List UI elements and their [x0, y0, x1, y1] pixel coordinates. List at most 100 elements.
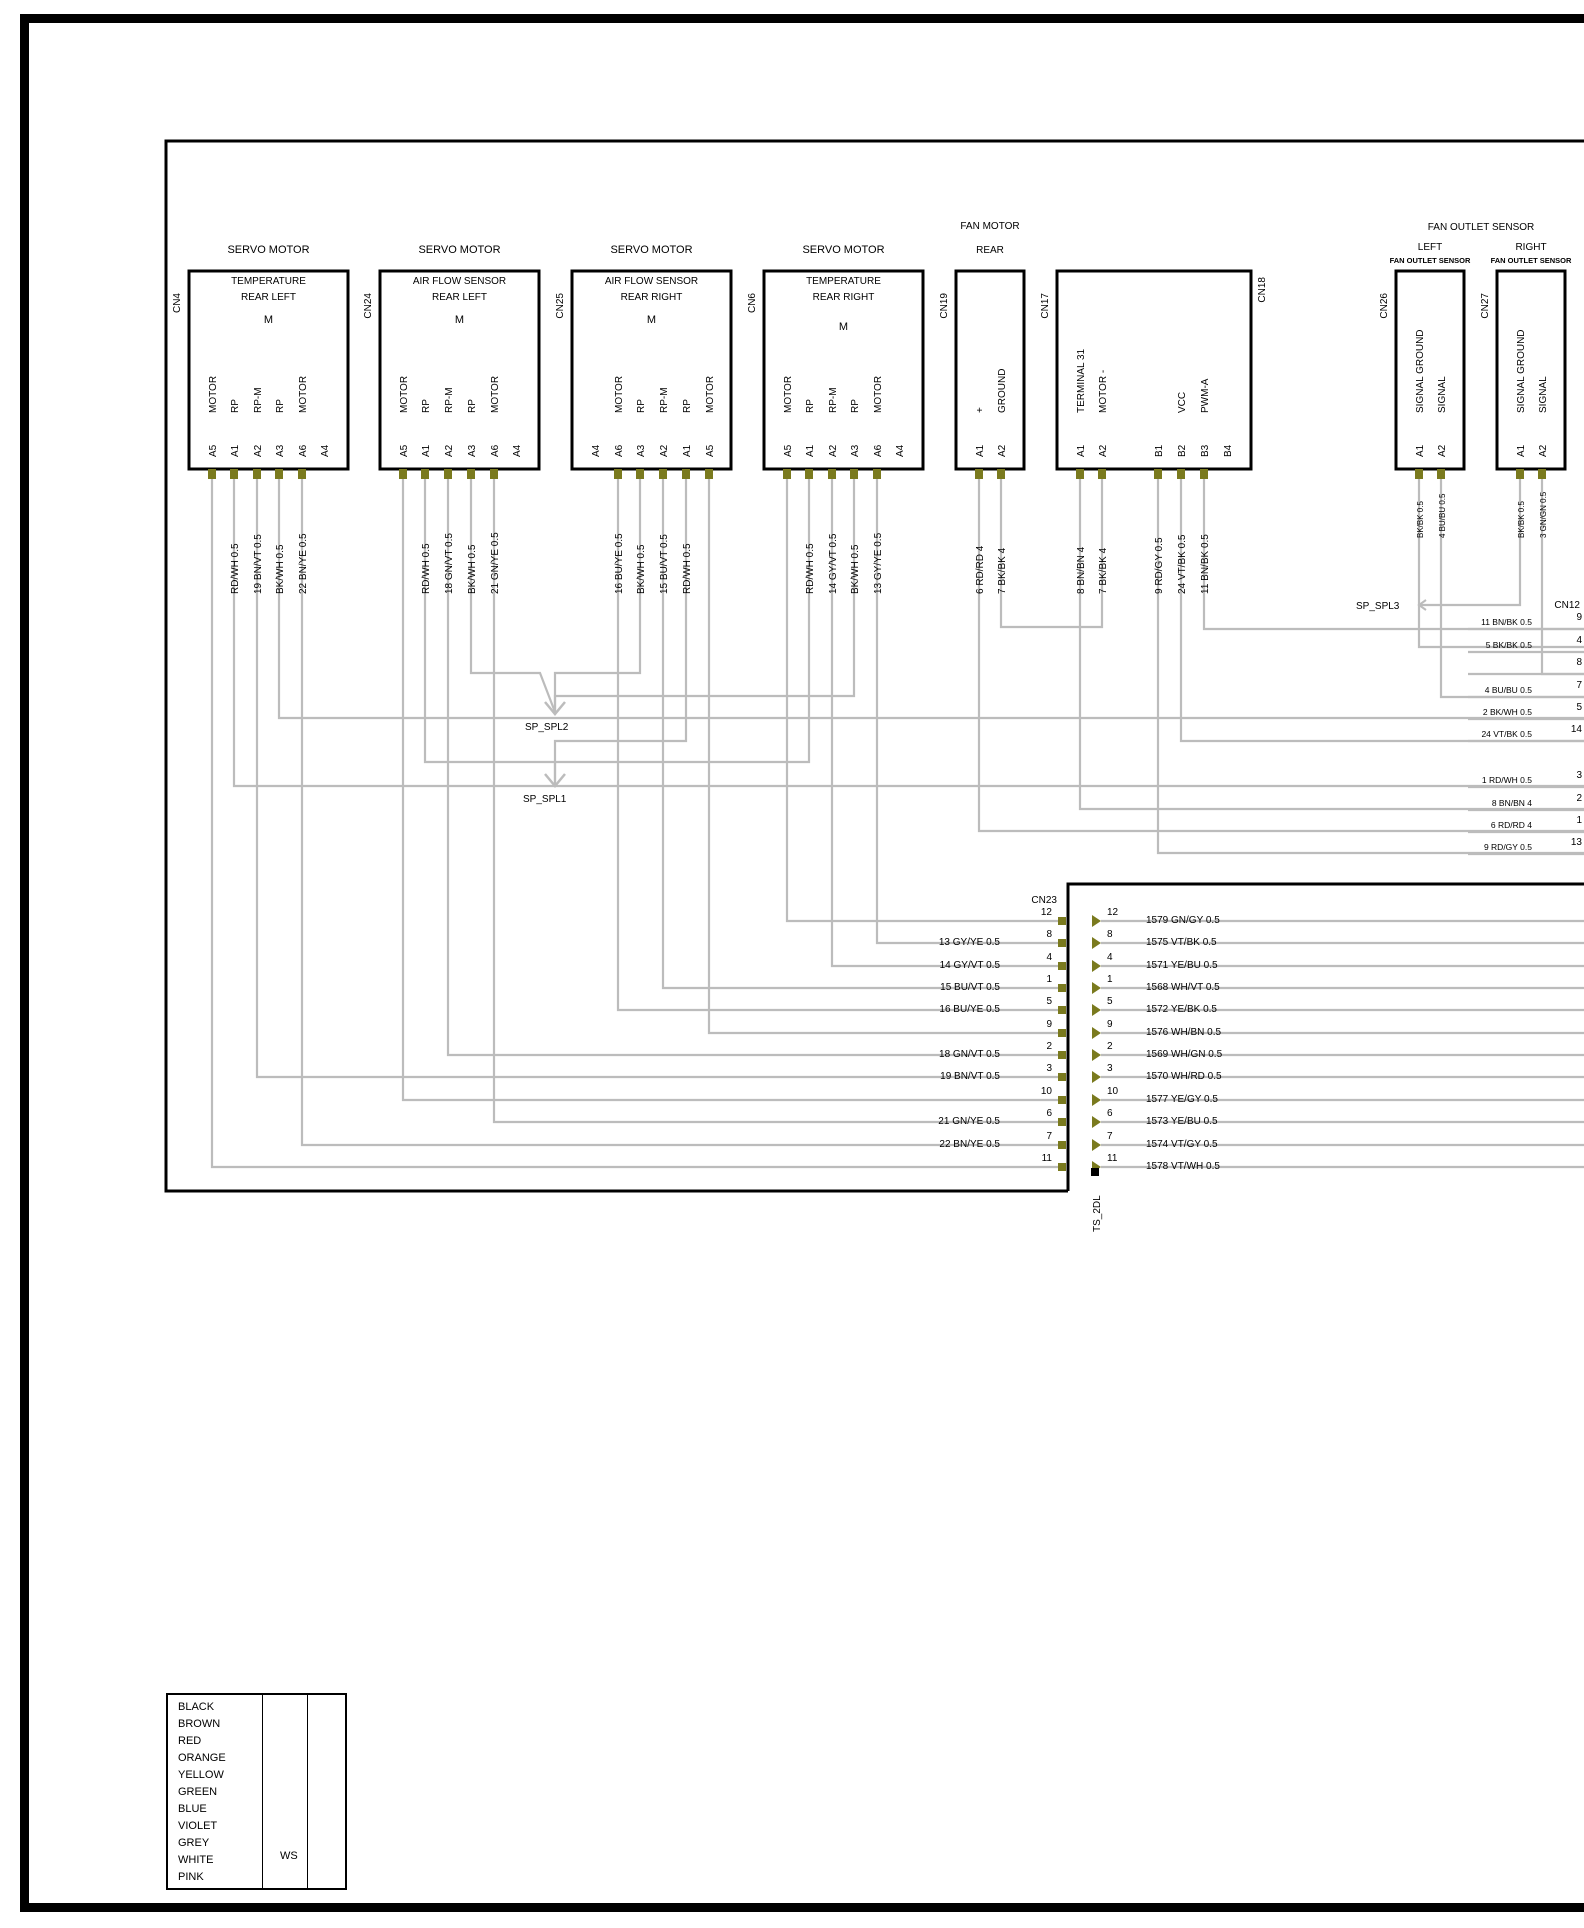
wires-layer: [210, 479, 1584, 1169]
cn23-pin-terminal: [1058, 917, 1066, 925]
cn12-wire-label: 2 BK/WH 0.5: [1483, 707, 1532, 717]
cn23-pin-left: 2: [1046, 1041, 1052, 1052]
pin-terminal: [1177, 469, 1185, 479]
pin-label: RP: [230, 399, 241, 413]
pin-terminal: [230, 469, 238, 479]
pin-label: RP: [850, 399, 861, 413]
legend-color-yellow: YELLOW: [178, 1769, 224, 1781]
cn23-pin-right: 7: [1107, 1131, 1113, 1142]
cn23-pin-left: 1: [1046, 974, 1052, 985]
component-desc: TEMPERATURE: [806, 276, 881, 287]
sp-spl2-mark: [544, 701, 566, 716]
cn23-pin-left: 6: [1046, 1108, 1052, 1119]
cn23-wire-label-out: 1574 VT/GY 0.5: [1146, 1139, 1218, 1150]
pin-terminal: [467, 469, 475, 479]
connector-box-cn19: [954, 269, 1026, 471]
component-desc: REAR LEFT: [241, 292, 296, 303]
component-cn6: [762, 269, 925, 471]
pin-terminal: [208, 469, 216, 479]
cn12-wire-label: 4 BU/BU 0.5: [1485, 685, 1533, 695]
wire-to-cn23: [492, 479, 1058, 1124]
cn23-pin-left: 5: [1046, 996, 1052, 1007]
pin-terminal: [275, 469, 283, 479]
harness-frame: [164, 139, 1584, 1193]
cn23-wire-label-left: 14 GY/VT 0.5: [940, 960, 1001, 971]
component-cn25: [570, 269, 733, 471]
component-cn27: [1495, 269, 1567, 471]
cn23-pin-right: 5: [1107, 996, 1113, 1007]
wire-cn6-a1: [555, 479, 811, 764]
pin-terminal: [783, 469, 791, 479]
cn12-pin: 3: [1576, 770, 1582, 781]
pin-id: A5: [783, 444, 794, 457]
pin-label: RP-M: [828, 387, 839, 413]
wire-cn19-a1: [977, 479, 1584, 833]
wire-cn17-b1: [1156, 479, 1584, 855]
wire-to-cn23: [300, 479, 1058, 1147]
cn23-arrow-terminal: [1092, 1027, 1101, 1039]
pin-terminal: [1415, 469, 1423, 479]
wire-to-cn23: [661, 479, 1058, 990]
wire-cn24-a3: [469, 479, 557, 713]
pin-id: A3: [467, 444, 478, 457]
wire-cn6-a3: [553, 479, 856, 712]
cn23-wire-label-left: 21 GN/YE 0.5: [938, 1116, 1000, 1127]
cn23-arrow-terminal: [1092, 1094, 1101, 1106]
pin-id: A4: [591, 444, 602, 457]
sp-spl1-mark: [544, 773, 566, 788]
cn12-pin: 13: [1571, 837, 1583, 848]
wire-cn27-a2: [1540, 479, 1584, 676]
cn23-pin-terminal: [1058, 1096, 1066, 1104]
pin-id: A2: [828, 444, 839, 457]
pin-id: A6: [614, 444, 625, 457]
splice-sp-spl1: SP_SPL1: [523, 794, 567, 805]
wire-label: 9 RD/GY 0.5: [1154, 537, 1165, 594]
motor-symbol: M: [264, 314, 273, 326]
pin-id: A1: [1415, 444, 1426, 457]
connector-box-cn17: [1055, 269, 1253, 471]
pin-label: MOTOR: [208, 376, 219, 413]
drawing-frame: [20, 14, 1584, 1912]
cn12-pin: 7: [1576, 680, 1582, 691]
cn23-wire-label-left: 19 BN/VT 0.5: [940, 1071, 1000, 1082]
cn23-pin-left: 11: [1042, 1153, 1053, 1164]
pin-label: RP: [805, 399, 816, 413]
cn23-pin-left: 3: [1046, 1063, 1052, 1074]
sp-spl3-mark: [1417, 599, 1427, 611]
group-rear: REAR: [976, 245, 1004, 256]
pin-id: B3: [1200, 444, 1211, 457]
pin-id: A4: [895, 444, 906, 457]
component-head: SERVO MOTOR: [227, 244, 309, 256]
pin-id: A3: [850, 444, 861, 457]
cn23-arrow-terminal: [1092, 915, 1101, 927]
connector-id-cn23: CN23: [1031, 895, 1057, 906]
legend-color-orange: ORANGE: [178, 1752, 226, 1764]
cn23-arrow-terminal: [1092, 1004, 1101, 1016]
connector-box-cn27: [1495, 269, 1567, 471]
pin-terminal: [682, 469, 690, 479]
sensor-side-label: RIGHT: [1515, 242, 1546, 253]
pin-terminal: [399, 469, 407, 479]
component-desc: REAR RIGHT: [621, 292, 683, 303]
wire-label: 3 GN/GN 0.5: [1539, 491, 1548, 538]
cn23-pin-right: 10: [1107, 1086, 1119, 1097]
cn23-pin-terminal: [1058, 1029, 1066, 1037]
pin-terminal: [253, 469, 261, 479]
cn23-wire-label-left: 16 BU/YE 0.5: [939, 1004, 1000, 1015]
pin-label: RP-M: [659, 387, 670, 413]
pin-terminal: [490, 469, 498, 479]
cn23-pin-right: 1: [1107, 974, 1113, 985]
wire-cn17-a1: [1078, 479, 1584, 811]
pin-label: MOTOR: [490, 376, 501, 413]
component-desc: REAR LEFT: [432, 292, 487, 303]
pin-label: RP: [682, 399, 693, 413]
pin-id: A4: [512, 444, 523, 457]
wire-label: RD/WH 0.5: [805, 543, 816, 594]
wire-label: BK/WH 0.5: [636, 544, 647, 594]
sensor-side-label: LEFT: [1418, 242, 1442, 253]
pin-label: MOTOR: [614, 376, 625, 413]
wire-label: BK/WH 0.5: [275, 544, 286, 594]
legend-color-brown: BROWN: [178, 1718, 221, 1730]
wire-label: RD/WH 0.5: [230, 543, 241, 594]
